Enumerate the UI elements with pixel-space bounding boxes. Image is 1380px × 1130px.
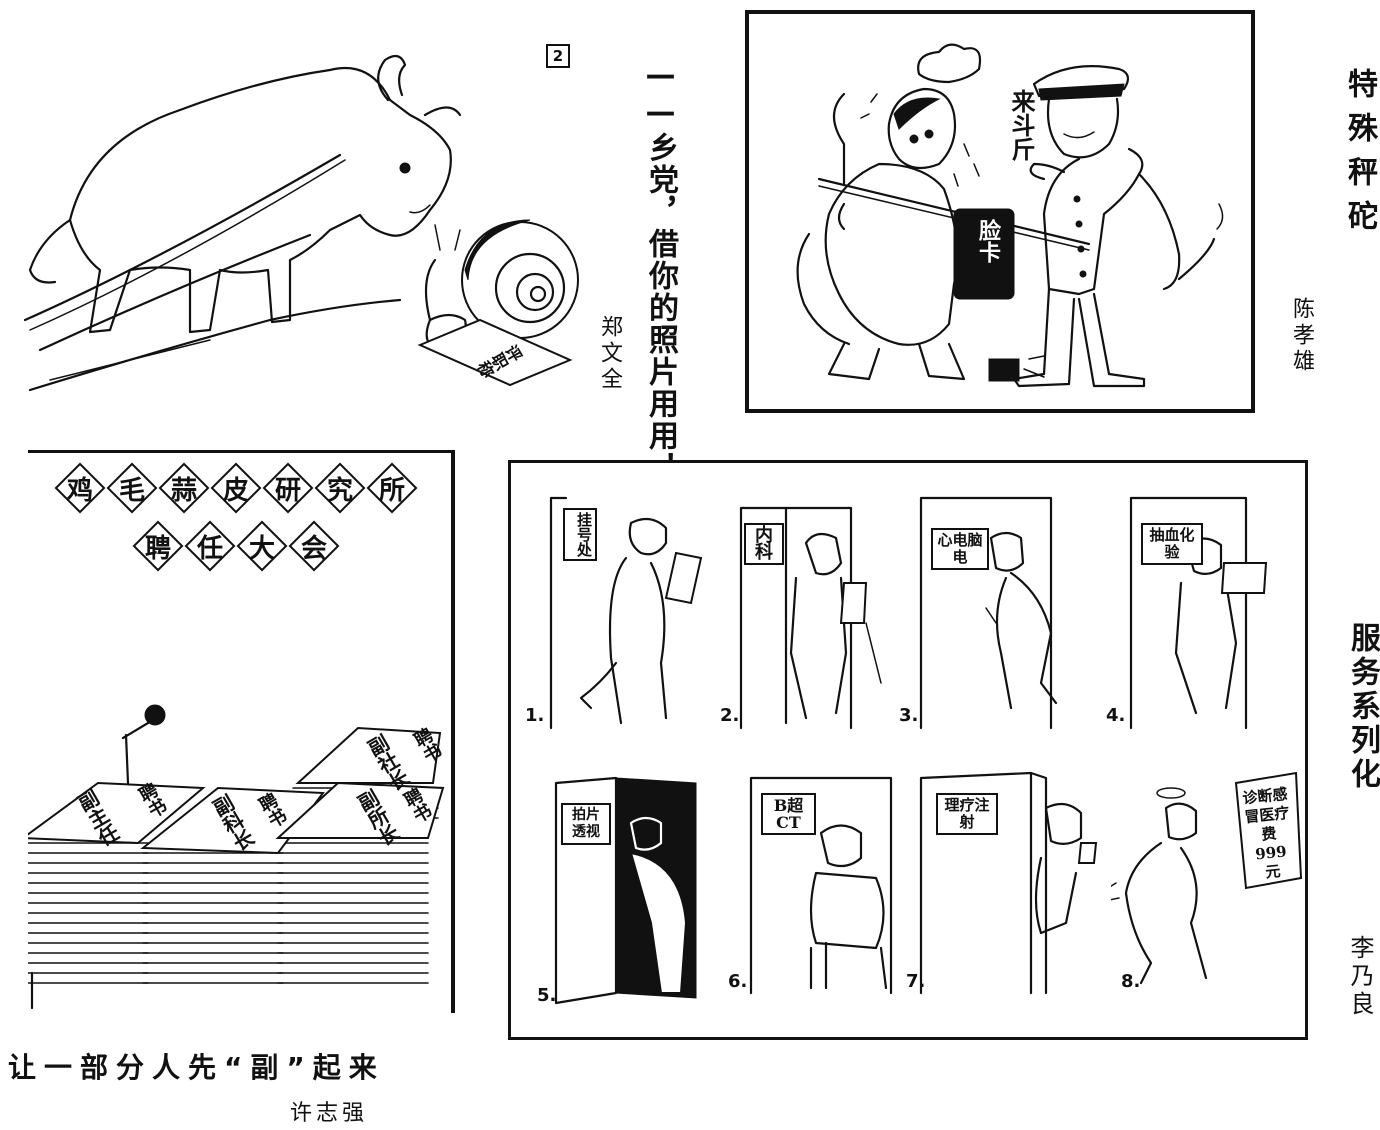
scale-author: 陈孝雄 [1289,297,1314,375]
service-panel-3: 心电脑电 3. [899,483,1111,738]
service-panel-2: 内科 2. [716,483,906,738]
scale-weight-label: 脸卡 [975,219,1000,263]
banner-char: 所 [369,465,415,511]
ox-badge: 2 [546,44,570,68]
ox-drawing [23,54,579,392]
meeting-author: 许志强 [290,1101,369,1126]
panel-number-1: 1. [525,705,545,726]
ox-title: ——乡党，借你的照片用用！ [643,58,678,484]
panel-2-drawing [739,506,882,730]
door-sign-1: 挂号处 [563,508,597,561]
panel-number-2: 2. [720,705,740,726]
service-cartoon-frame: 挂号处 1. 内科 2. 心电脑电 3. [508,460,1308,1040]
banner-char: 毛 [109,465,155,511]
door-sign-8: 诊断感冒医疗费999元 [1241,784,1291,882]
banner-line-1: 鸡 毛 蒜 皮 研 究 所 [36,465,436,511]
service-author: 李乃良 [1346,935,1374,1019]
scale-sign-text: 来斗斤 [1007,89,1036,161]
service-panel-7: 理疗注射 7. [906,763,1111,1018]
panel-1-drawing [549,496,703,730]
door-sign-5: 拍片透视 [561,803,611,845]
panel-number-6: 6. [728,971,748,992]
ox-cartoon: 评职称 [10,20,600,400]
door-sign-3: 心电脑电 [931,528,989,570]
panel-5-drawing [554,776,697,1005]
scale-title: 特殊秤砣 [1342,68,1377,244]
banner-char: 鸡 [57,465,103,511]
ox-author: 郑文全 [597,315,622,393]
door-sign-6: B超CT [761,793,816,835]
panel-8-drawing [1107,771,1303,985]
banner-char: 研 [265,465,311,511]
banner-char: 皮 [213,465,259,511]
panel-number-8: 8. [1121,971,1141,992]
scale-drawing [796,43,1224,388]
banner-line-2: 聘 任 大 会 [36,523,436,569]
door-sign-4: 抽血化验 [1141,523,1203,565]
panel-7-drawing [919,771,1098,995]
service-panel-4: 抽血化验 4. [1106,483,1306,738]
service-panel-5: 拍片透视 5. [521,763,711,1018]
scale-cartoon-frame: 来斗斤 脸卡 [745,10,1255,413]
service-panel-6: B超CT 6. [716,763,916,1018]
banner-char: 大 [239,523,285,569]
panel-3-drawing [919,496,1058,730]
panel-4-drawing [1129,496,1268,730]
banner-char: 任 [187,523,233,569]
meeting-cartoon-frame: 鸡 毛 蒜 皮 研 究 所 聘 任 大 会 [28,450,455,1013]
banner-char: 聘 [135,523,181,569]
panel-number-7: 7. [906,971,926,992]
panel-number-3: 3. [899,705,919,726]
banner-char: 蒜 [161,465,207,511]
banner-char: 究 [317,465,363,511]
meeting-drawing [28,704,445,1010]
service-title: 服务系列化 [1345,622,1380,792]
banner-char: 会 [291,523,337,569]
service-panel-8: 诊断感冒医疗费999元 8. [1107,763,1306,1018]
door-sign-2: 内科 [744,523,784,565]
paper-stacks [28,726,445,984]
meeting-caption: 让一部分人先“副”起来 [8,1051,385,1084]
panel-number-4: 4. [1106,705,1126,726]
panel-number-5: 5. [537,985,557,1006]
door-sign-7: 理疗注射 [936,793,998,835]
service-panel-1: 挂号处 1. [521,483,711,738]
panel-6-drawing [749,776,893,995]
meeting-banner: 鸡 毛 蒜 皮 研 究 所 聘 任 大 会 [36,465,436,569]
